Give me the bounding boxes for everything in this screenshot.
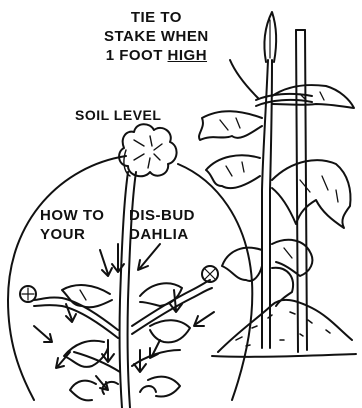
tie-to-stake-label: TIE TO STAKE WHEN 1 FOOT HIGH (104, 8, 209, 65)
tie-line-3: 1 FOOT HIGH (104, 46, 209, 65)
dis-bud-dahlia-label: DIS-BUD DAHLIA (129, 206, 195, 244)
tie-line-2: STAKE WHEN (104, 27, 209, 46)
tie-line-3-prefix: 1 FOOT (106, 47, 168, 64)
tie-leader-line (230, 60, 258, 98)
how-line-1: HOW TO (40, 206, 104, 225)
tie-line-3-high: HIGH (168, 47, 208, 64)
leaf-icon (70, 377, 180, 401)
inset-circle (8, 156, 252, 400)
soil-mound-icon (212, 300, 356, 357)
leaf-icon (62, 285, 112, 307)
flower-bloom-icon (119, 124, 177, 176)
how-to-your-label: HOW TO YOUR (40, 206, 104, 244)
flower-bud-icon (20, 286, 36, 302)
tie-line-1: TIE TO (104, 8, 209, 27)
soil-level-label: SOIL LEVEL (75, 106, 161, 125)
disbud-line-1: DIS-BUD (129, 206, 195, 225)
leaf-icon (150, 320, 190, 342)
leaf-icon (199, 111, 262, 140)
leaf-icon (272, 85, 354, 108)
leaf-icon (206, 155, 260, 188)
how-line-2: YOUR (40, 225, 104, 244)
leaf-icon (272, 160, 350, 228)
leaf-icon (222, 248, 262, 281)
disbud-line-2: DAHLIA (129, 225, 195, 244)
arrow-icon (34, 244, 214, 390)
